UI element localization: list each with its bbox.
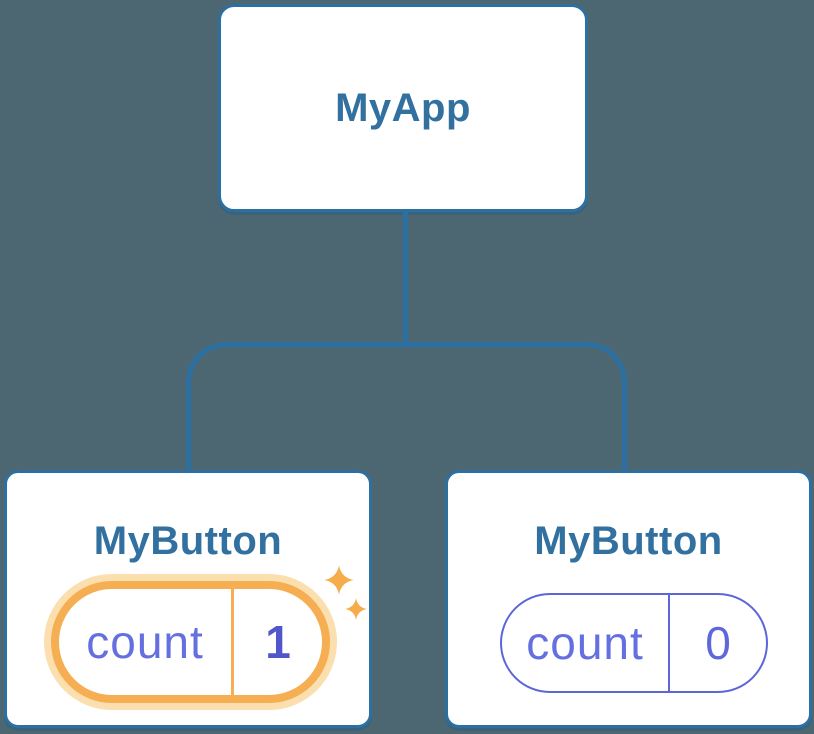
component-node-mybutton-left: MyButton count 1 [4,470,372,728]
sparkle-icon [345,598,367,620]
component-label: MyButton [93,519,283,563]
state-value: 0 [705,617,731,669]
connector-bracket [186,342,627,470]
sparkle-icon [324,565,354,595]
state-value-cell: 0 [668,595,766,691]
component-node-mybutton-right: MyButton count 0 [445,470,812,728]
state-value: 1 [265,616,291,668]
component-node-myapp: MyApp [218,4,588,212]
state-pill-highlighted: count 1 [51,581,330,703]
component-label: MyApp [335,85,471,130]
state-key-cell: count [502,595,668,691]
state-key-label: count [86,616,204,668]
component-label: MyButton [534,519,723,563]
connector-stem [403,210,408,344]
state-key-cell: count [59,589,231,695]
state-pill: count 0 [500,593,768,693]
state-value-cell: 1 [231,589,322,695]
state-key-label: count [526,617,644,669]
